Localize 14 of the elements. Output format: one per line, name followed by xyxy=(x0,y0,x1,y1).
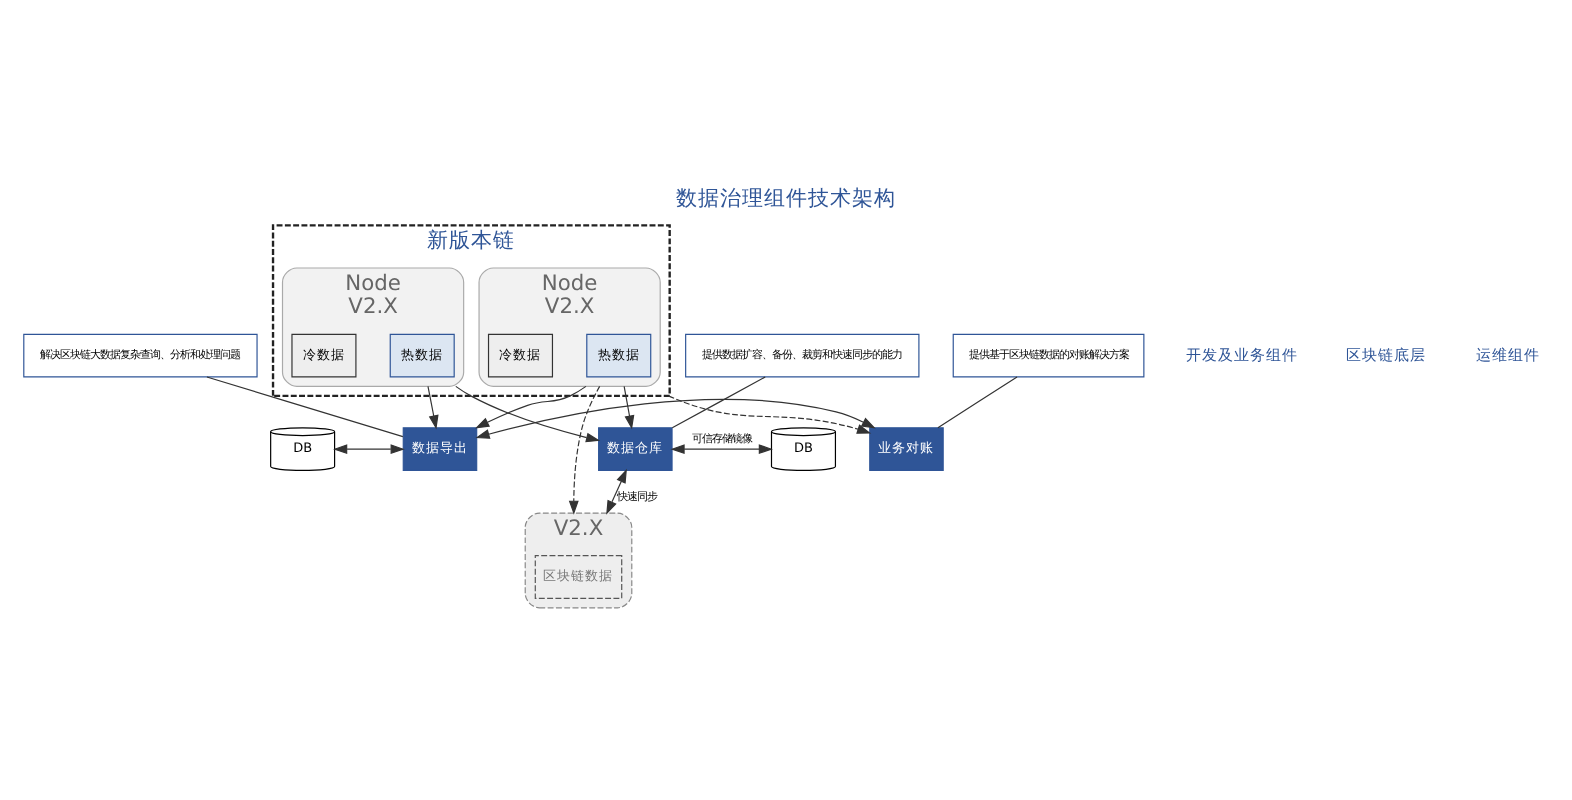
arrow xyxy=(475,385,587,429)
connector xyxy=(206,376,404,438)
arrow xyxy=(623,385,635,430)
arrow xyxy=(667,395,872,434)
arrow xyxy=(670,444,773,455)
arrow xyxy=(427,385,439,430)
arrow xyxy=(606,468,627,515)
connector xyxy=(937,376,1018,429)
arrow xyxy=(568,385,601,515)
connector xyxy=(671,376,766,429)
arrow xyxy=(475,398,876,439)
arrow xyxy=(333,444,405,455)
arrow xyxy=(455,385,601,443)
diagram-title: 数据治理组件技术架构 xyxy=(676,184,896,211)
